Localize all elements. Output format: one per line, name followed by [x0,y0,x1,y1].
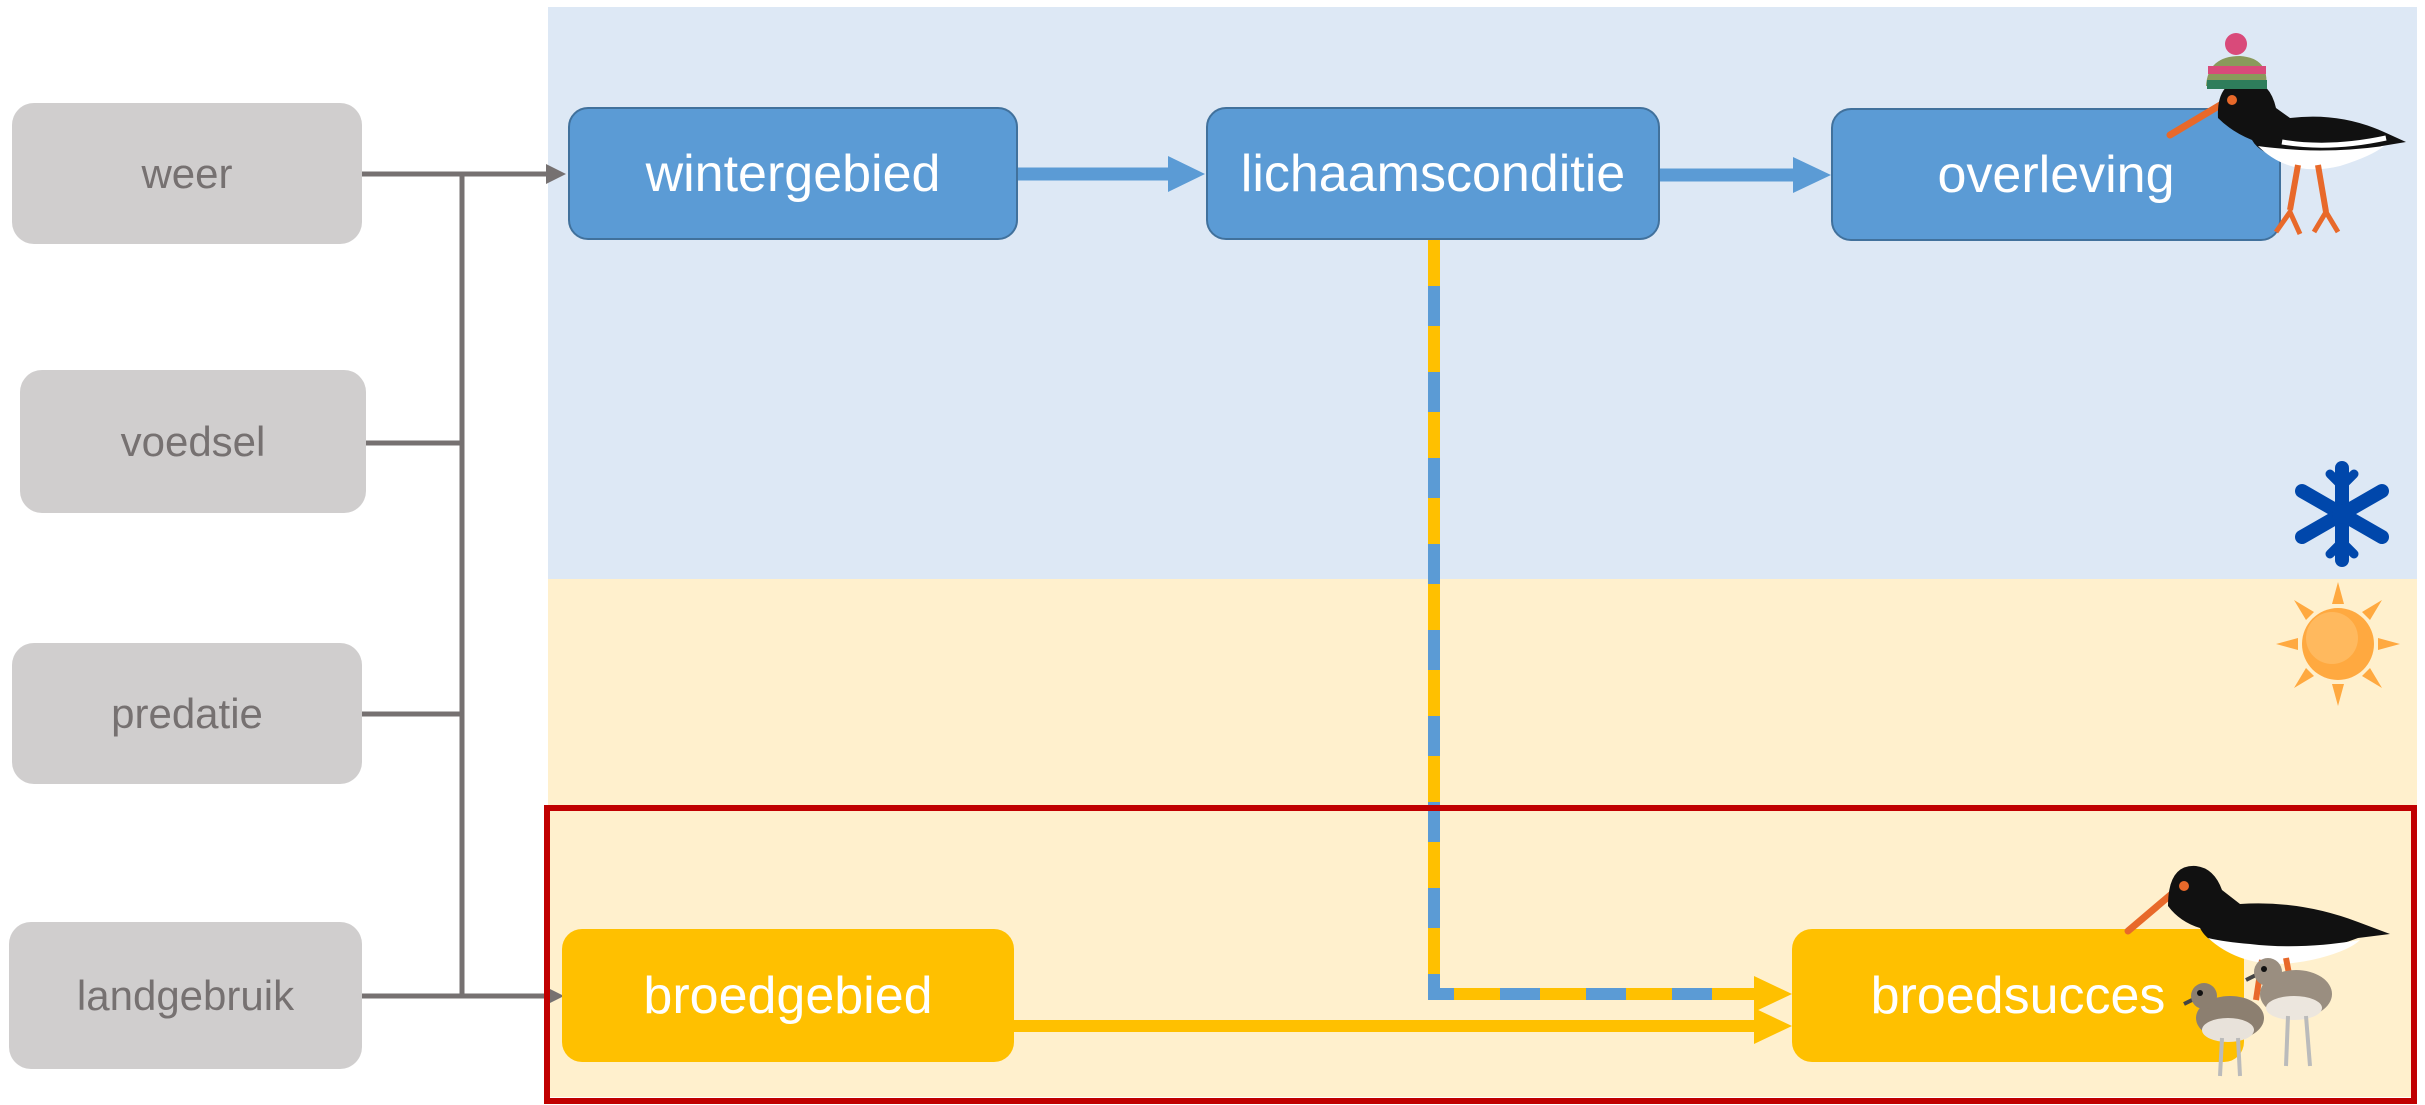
factor-land-use: landgebruik [9,922,362,1069]
factor-connectors [362,171,465,999]
sun-icon [2276,582,2400,706]
breeding-season-highlight-frame [544,805,2417,1104]
arrow-condition-to-survival [1660,157,1831,193]
oystercatcher-with-chicks-icon [2124,865,2390,1077]
factor-weather: weer [12,103,362,244]
arrow-breeding-to-success [1012,1008,1792,1044]
arrow-to-wintering-area [462,164,566,184]
factor-predation: predatie [12,643,362,784]
winter-season-band [548,7,2417,579]
snowflake-icon [2295,461,2389,567]
node-body-condition: lichaamsconditie [1206,107,1660,240]
oystercatcher-with-hat-icon [2166,33,2406,236]
carry-over-link [1428,240,1792,1012]
node-survival: overleving [1831,108,2281,241]
factor-food: voedsel [20,370,366,513]
arrow-wintering-to-condition [1018,156,1205,192]
node-breeding-success: broedsucces [1792,929,2244,1062]
node-breeding-area: broedgebied [562,929,1014,1062]
node-wintering-area: wintergebied [568,107,1018,240]
